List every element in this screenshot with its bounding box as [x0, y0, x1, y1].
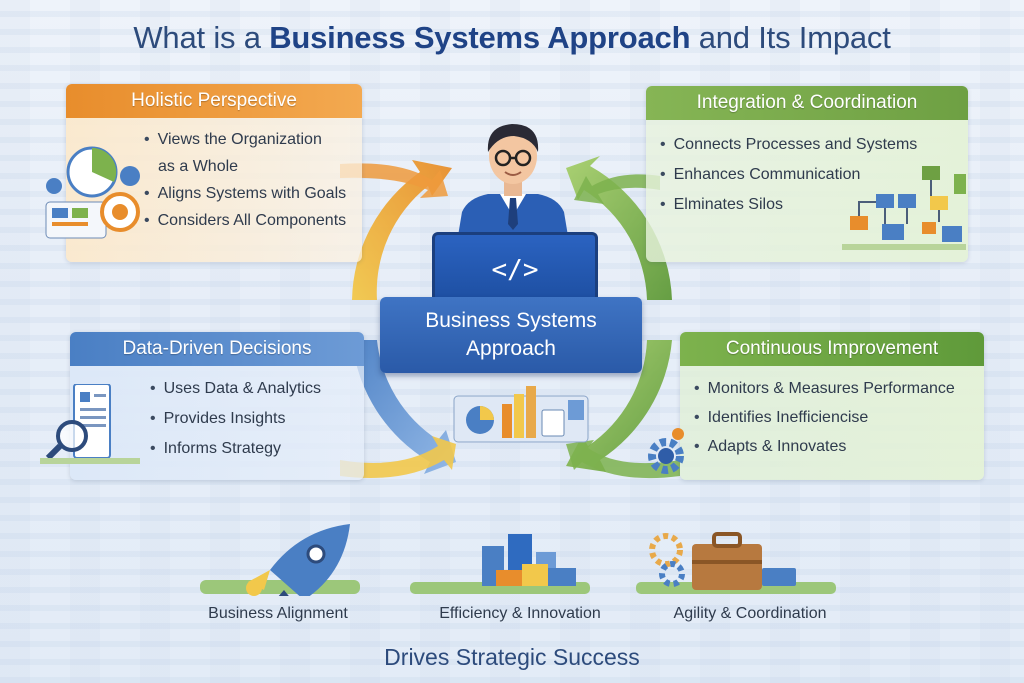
list-item: Identifies Inefficiencise	[694, 403, 955, 432]
card-improvement-header: Continuous Improvement	[680, 332, 984, 366]
card-integration-list: Connects Processes and Systems Enhances …	[660, 130, 918, 220]
list-item: Considers All Components	[144, 207, 347, 234]
connector-improvement	[566, 440, 680, 479]
center-title-panel: Business Systems Approach	[380, 297, 642, 373]
card-data-list: Uses Data & Analytics Provides Insights …	[150, 374, 321, 464]
card-improvement-list: Monitors & Measures Performance Identifi…	[694, 374, 955, 461]
list-item: Elminates Silos	[660, 190, 917, 220]
outcome-efficiency-innovation: Efficiency & Innovation	[439, 605, 601, 622]
card-holistic-perspective: Holistic Perspective Views the Organizat…	[45, 84, 362, 262]
laptop-icon: </>	[432, 232, 598, 305]
list-item: Adapts & Innovates	[694, 432, 955, 461]
page-title: What is a Business Systems Approach and …	[133, 20, 891, 55]
rocket-icon	[200, 524, 360, 596]
list-item: Provides Insights	[150, 404, 321, 434]
briefcase-icon	[636, 532, 836, 594]
list-item: as a Whole	[158, 158, 239, 175]
arrow-data	[352, 340, 456, 474]
list-item: Monitors & Measures Performance	[694, 374, 955, 403]
network-diagram-icon	[842, 166, 966, 250]
list-item: Views the Organization	[144, 126, 346, 153]
outcome-agility-coordination: Agility & Coordination	[673, 605, 827, 622]
buildings-icon	[410, 534, 590, 594]
card-integration-coordination: Integration & Coordination Connects Proc…	[646, 86, 968, 262]
gear-icon	[648, 428, 684, 474]
arrow-holistic	[352, 160, 452, 300]
list-item: Enhances Communication	[660, 160, 917, 190]
card-continuous-improvement: Continuous Improvement Monitors & Measur…	[648, 332, 984, 480]
card-data-header: Data-Driven Decisions	[70, 332, 364, 366]
tagline: Drives Strategic Success	[384, 644, 640, 670]
card-holistic-list: Views the Organization as a Whole Aligns…	[144, 126, 347, 234]
list-item: Informs Strategy	[150, 434, 321, 464]
target-chart-icon	[45, 146, 140, 239]
connector-holistic	[340, 163, 448, 198]
list-item: Uses Data & Analytics	[150, 374, 321, 404]
list-item: Connects Processes and Systems	[660, 130, 918, 160]
outcome-business-alignment: Business Alignment	[208, 605, 348, 622]
list-item: Aligns Systems with Goals	[144, 180, 347, 207]
center-title-line1: Business Systems	[425, 309, 597, 332]
card-data-driven-decisions: Data-Driven Decisions Uses Data & Analyt…	[40, 332, 364, 480]
card-integration-header: Integration & Coordination	[646, 86, 968, 120]
card-holistic-header: Holistic Perspective	[66, 84, 362, 118]
person-avatar-icon	[458, 124, 568, 236]
connector-integration	[574, 174, 660, 204]
report-magnifier-icon	[40, 384, 140, 464]
dashboard-icon	[453, 386, 589, 443]
connector-data	[340, 436, 456, 478]
center-title-line2: Approach	[466, 337, 556, 360]
arrow-improvement	[566, 340, 672, 472]
